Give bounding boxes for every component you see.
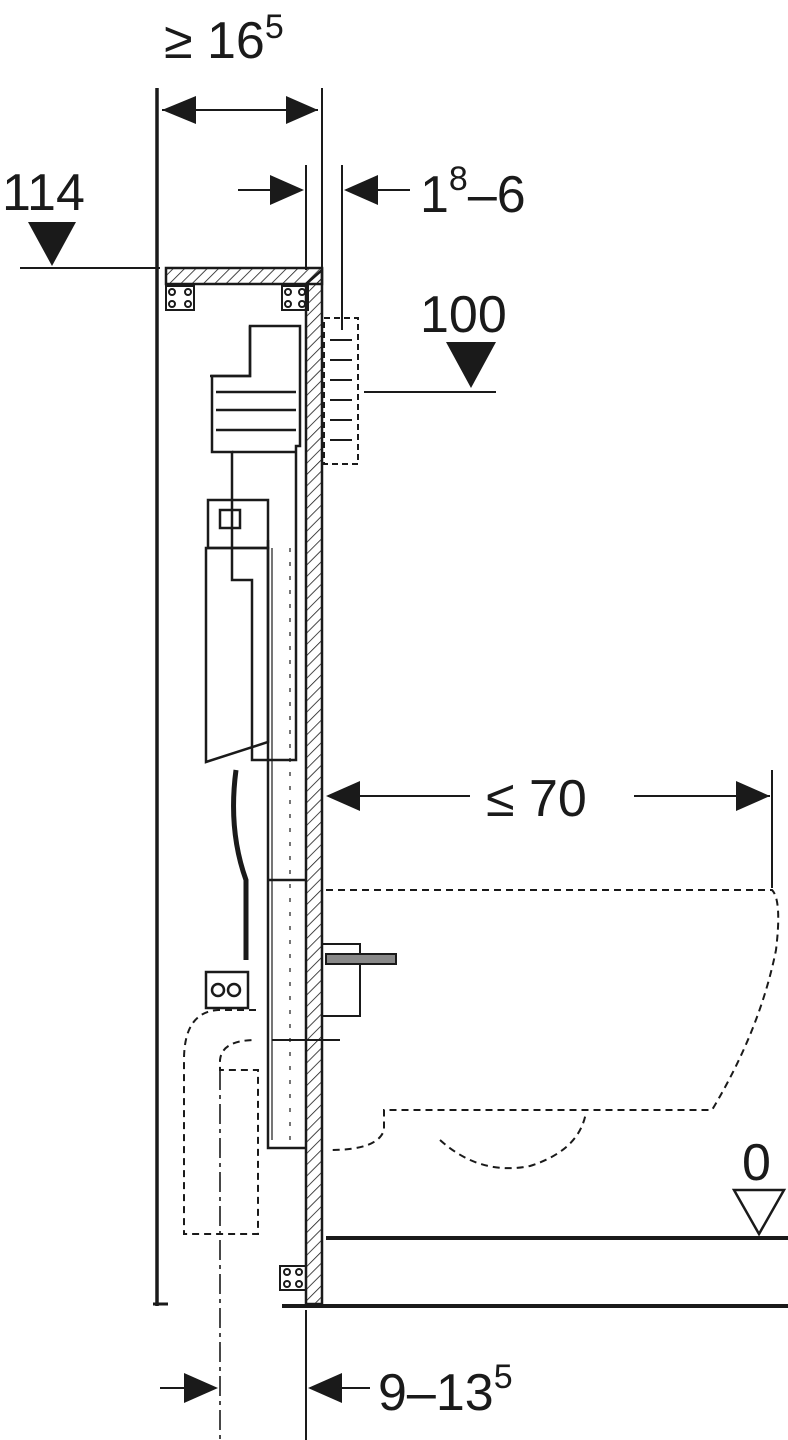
frame-profile-left — [165, 285, 195, 311]
flush-plate-height-label: 100 — [420, 286, 507, 344]
connection-block — [204, 970, 250, 1010]
frame-profile-right — [281, 285, 309, 311]
frame-depth-sup: 5 — [265, 8, 284, 46]
svg-text:≥ 165: ≥ 165 — [164, 8, 284, 70]
flush-pipe — [231, 769, 249, 960]
drain-pipe — [183, 1009, 259, 1235]
floor-level-marker: 0 — [731, 1134, 787, 1237]
frame-depth-dimension: ≥ 165 — [162, 8, 323, 268]
svg-text:9–135: 9–135 — [378, 1358, 513, 1422]
floor-level-label: 0 — [742, 1134, 771, 1192]
wall-panel-dimension: 18–6 — [238, 160, 526, 330]
top-height-marker: 114 — [2, 164, 160, 269]
top-height-label: 114 — [2, 164, 85, 222]
svg-text:18–6: 18–6 — [420, 160, 526, 224]
frame-top-beam — [164, 266, 324, 286]
wc-bowl — [326, 889, 780, 1170]
wall-panel — [304, 267, 324, 1306]
frame-rail — [266, 540, 306, 1150]
wall-panel-suffix: –6 — [468, 166, 526, 224]
bowl-projection-label: ≤ 70 — [486, 770, 587, 828]
bowl-projection-dimension: ≤ 70 — [326, 770, 773, 888]
bottom-fixing — [272, 943, 397, 1291]
flush-plate-height-marker: 100 — [364, 286, 507, 393]
cistern — [204, 324, 302, 764]
flush-plate — [323, 317, 359, 465]
drain-offset-main: 9–13 — [378, 1364, 494, 1422]
drain-offset-sup: 5 — [494, 1358, 513, 1396]
drain-offset-dimension: 9–135 — [160, 1310, 513, 1440]
frame-depth-label: ≥ 16 — [164, 12, 265, 70]
wall-panel-sup: 8 — [449, 160, 468, 198]
wall-panel-main: 1 — [420, 166, 449, 224]
